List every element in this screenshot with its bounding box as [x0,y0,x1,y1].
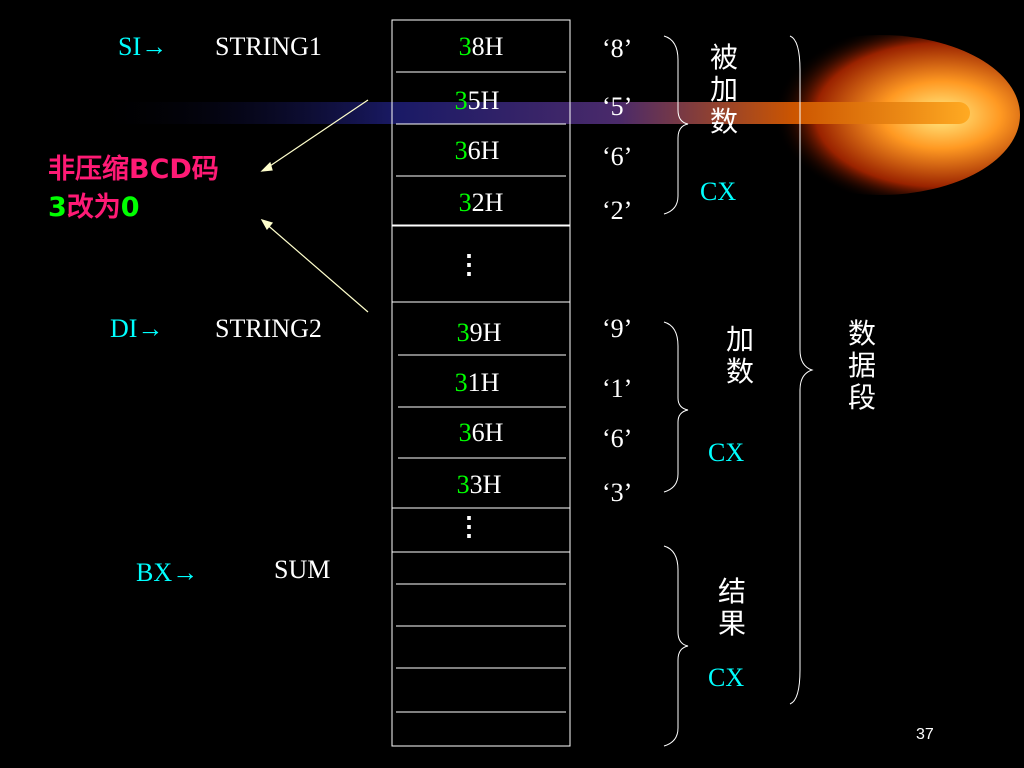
ellipsis-1: ⋮ [456,250,482,279]
brace-augend [663,35,689,215]
bcd-note-line2: 3改为0 [48,189,219,227]
si-pointer: SI→ [118,32,168,61]
bcd-note-line1: 非压缩BCD码 [48,154,219,185]
memory-block-string1 [391,19,571,226]
addend-label: 加数 [725,323,754,388]
bcd-note-zero: 0 [120,192,140,223]
comet-tail [90,102,970,124]
string2-cell: 33H [456,470,502,499]
string1-cell: 35H [454,86,500,115]
arrow-to-note-1 [263,99,369,171]
sum-label: SUM [274,555,331,584]
addend-count-reg: CX [708,438,745,467]
string1-cell: 36H [454,136,500,165]
ellipsis-2: ⋮ [456,512,482,541]
string2-label: STRING2 [215,314,322,343]
augend-label: 被加数 [709,41,738,138]
string2-char: ‘9’ [602,314,633,343]
data-segment-label: 数据段 [847,317,876,414]
string2-cell: 39H [456,318,502,347]
memory-block-sum [391,551,571,747]
string2-char: ‘3’ [602,478,633,507]
bx-pointer: BX→ [136,558,199,587]
string1-cell: 32H [458,188,504,217]
string2-char: ‘6’ [602,424,633,453]
augend-count-reg: CX [700,177,737,206]
arrow-to-note-2 [263,221,369,313]
result-count-reg: CX [708,663,745,692]
string2-cell: 36H [458,418,504,447]
string2-cell: 31H [454,368,500,397]
result-label: 结果 [717,575,746,640]
bcd-note: 非压缩BCD码 3改为0 [48,151,219,227]
string1-char: ‘8’ [602,34,633,63]
string2-char: ‘1’ [602,374,633,403]
bcd-note-digit: 3 [48,192,67,223]
string1-char: ‘2’ [602,196,633,225]
string1-cell: 38H [458,32,504,61]
page-number: 37 [916,726,934,743]
string1-char: ‘6’ [602,142,633,171]
string1-label: STRING1 [215,32,322,61]
di-pointer: DI→ [110,314,164,343]
brace-result [663,545,689,747]
brace-segment [789,35,814,705]
brace-addend [663,321,689,493]
string1-char: ‘5’ [602,92,633,121]
bcd-note-mid: 改为 [66,192,121,223]
